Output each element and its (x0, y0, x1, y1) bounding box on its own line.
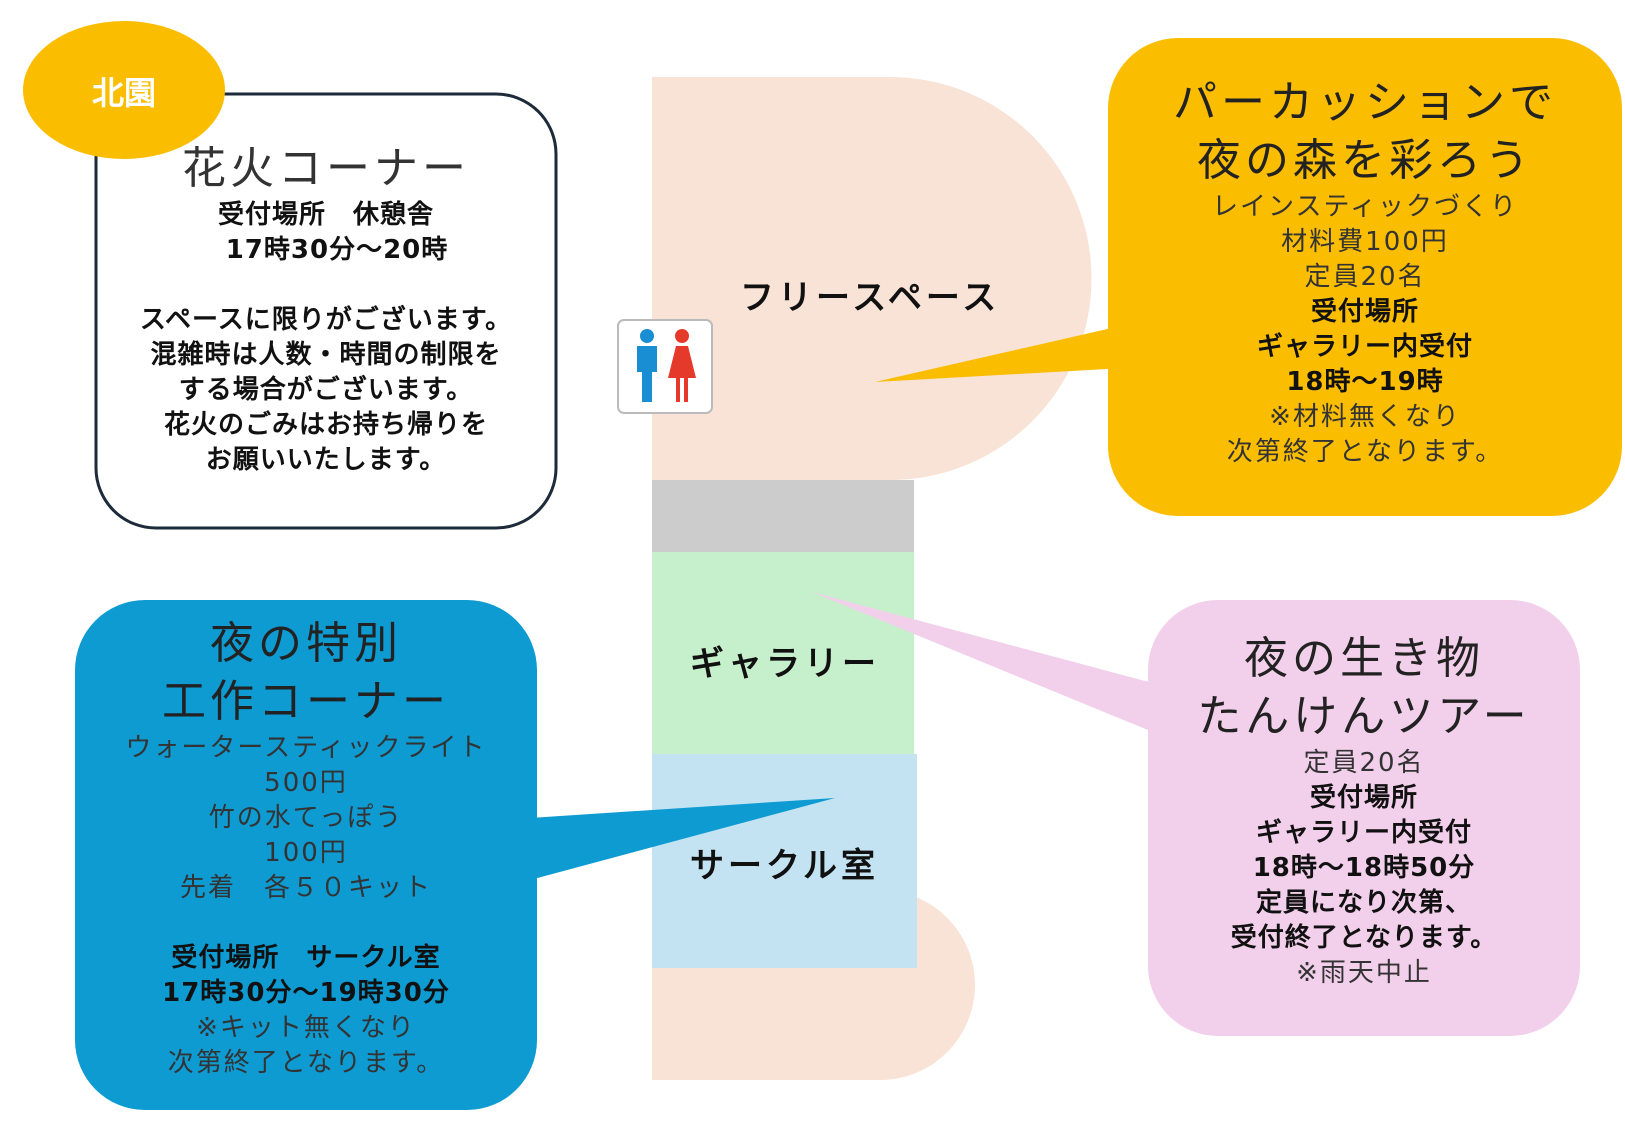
night-tour-note-2: 受付終了となります。 (1230, 923, 1498, 953)
craft-pointer (530, 798, 835, 880)
circle-room-area (652, 754, 917, 968)
night-tour-place-label: 受付場所 (1309, 783, 1418, 813)
craft-time: 17時30分～19時30分 (162, 978, 450, 1008)
area-badge-shape (23, 21, 225, 159)
percussion-pointer (875, 325, 1125, 382)
night-tour-title-2: たんけんツアー (1197, 691, 1531, 742)
night-tour-box (1148, 600, 1580, 1036)
night-tour-time: 18時～18時50分 (1252, 853, 1476, 883)
craft-item-2: 竹の水てっぽう (208, 803, 404, 833)
percussion-content: パーカッションで 夜の森を彩ろう レインスティックづくり 材料費100円 定員2… (1108, 74, 1622, 470)
gallery-area (652, 552, 914, 754)
night-tour-place: ギャラリー内受付 (1255, 818, 1472, 848)
area-badge: 北園 (91, 74, 156, 112)
night-tour-pointer (812, 592, 1160, 735)
night-tour-capacity: 定員20名 (1303, 748, 1425, 778)
percussion-title-2: 夜の森を彩ろう (1197, 135, 1533, 186)
fireworks-title: 花火コーナー (182, 143, 470, 194)
craft-title-2: 工作コーナー (162, 676, 450, 727)
craft-note-2: 次第終了となります。 (167, 1048, 445, 1078)
free-space-area (652, 77, 1092, 480)
gallery-label: ギャラリー (690, 644, 880, 684)
percussion-note-1: ※材料無くなり (1269, 402, 1461, 432)
fireworks-place: 受付場所 休憩舎 (217, 200, 434, 230)
night-tour-content: 夜の生き物 たんけんツアー 定員20名 受付場所 ギャラリー内受付 18時～18… (1148, 630, 1580, 991)
night-tour-note-3: ※雨天中止 (1296, 958, 1432, 988)
corridor-area (652, 480, 914, 552)
percussion-capacity: 定員20名 (1304, 262, 1426, 292)
restroom-icon (617, 319, 713, 414)
fireworks-note-5: お願いいたします。 (205, 445, 447, 475)
craft-title-1: 夜の特別 (210, 618, 402, 669)
fireworks-note-1: スペースに限りがございます。 (139, 305, 513, 335)
craft-content: 夜の特別 工作コーナー ウォータースティックライト 500円 竹の水てっぽう 1… (75, 615, 537, 1081)
fireworks-note-4: 花火のごみはお持ち帰りを (163, 410, 488, 440)
percussion-place: ギャラリー内受付 (1256, 332, 1473, 362)
percussion-item: レインスティックづくり (1212, 192, 1518, 222)
craft-price-2: 100円 (264, 838, 348, 868)
percussion-place-label: 受付場所 (1310, 297, 1419, 327)
fireworks-time: 17時30分～20時 (225, 235, 449, 265)
percussion-time: 18時～19時 (1286, 367, 1444, 397)
fireworks-note-3: する場合がございます。 (178, 375, 474, 405)
circle-room-label: サークル室 (690, 846, 879, 886)
percussion-fee: 材料費100円 (1281, 227, 1449, 257)
craft-item-1: ウォータースティックライト (125, 733, 487, 763)
craft-note-1: ※キット無くなり (196, 1013, 416, 1043)
fireworks-note-2: 混雑時は人数・時間の制限を (150, 340, 502, 370)
fireworks-content: 花火コーナー 受付場所 休憩舎 17時30分～20時 スペースに限りがございます… (96, 140, 556, 478)
free-space-label: フリースペース (740, 278, 1001, 318)
night-tour-title-1: 夜の生き物 (1244, 633, 1484, 684)
craft-box (75, 600, 537, 1110)
craft-price-1: 500円 (264, 768, 348, 798)
percussion-note-2: 次第終了となります。 (1226, 437, 1504, 467)
percussion-box (1108, 38, 1622, 516)
fireworks-box (94, 92, 558, 530)
craft-place: 受付場所 サークル室 (171, 943, 441, 973)
night-tour-note-1: 定員になり次第、 (1255, 888, 1472, 918)
craft-first-come: 先着 各５０キット (179, 873, 432, 903)
percussion-title-1: パーカッションで (1173, 77, 1557, 128)
